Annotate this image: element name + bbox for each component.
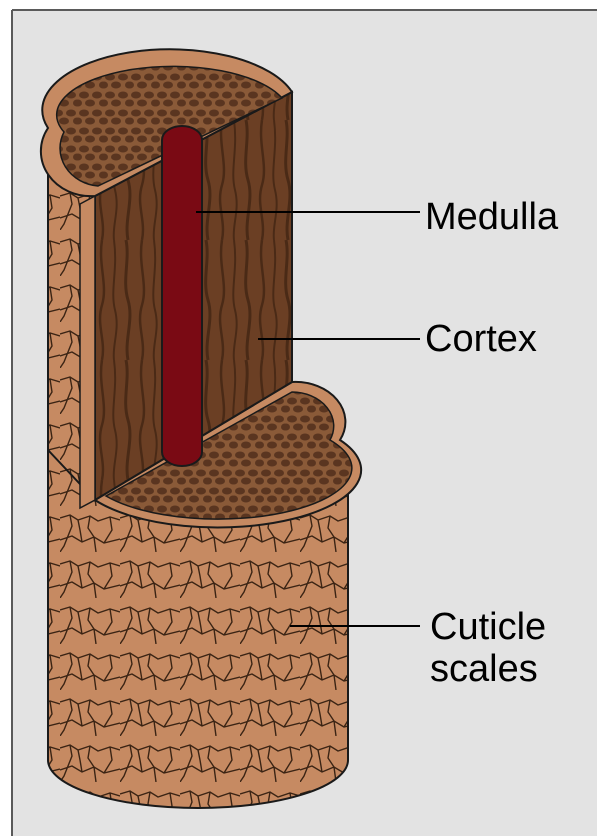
- cortex-label: Cortex: [425, 318, 537, 360]
- cuticle-label-line1: Cuticle: [430, 606, 546, 648]
- medulla-core: [162, 126, 202, 466]
- cuticle-label-line2: scales: [430, 648, 546, 690]
- medulla-label: Medulla: [425, 196, 558, 238]
- cuticle-scales-label: Cuticle scales: [430, 606, 546, 690]
- cuticle-cut-edge: [80, 196, 95, 508]
